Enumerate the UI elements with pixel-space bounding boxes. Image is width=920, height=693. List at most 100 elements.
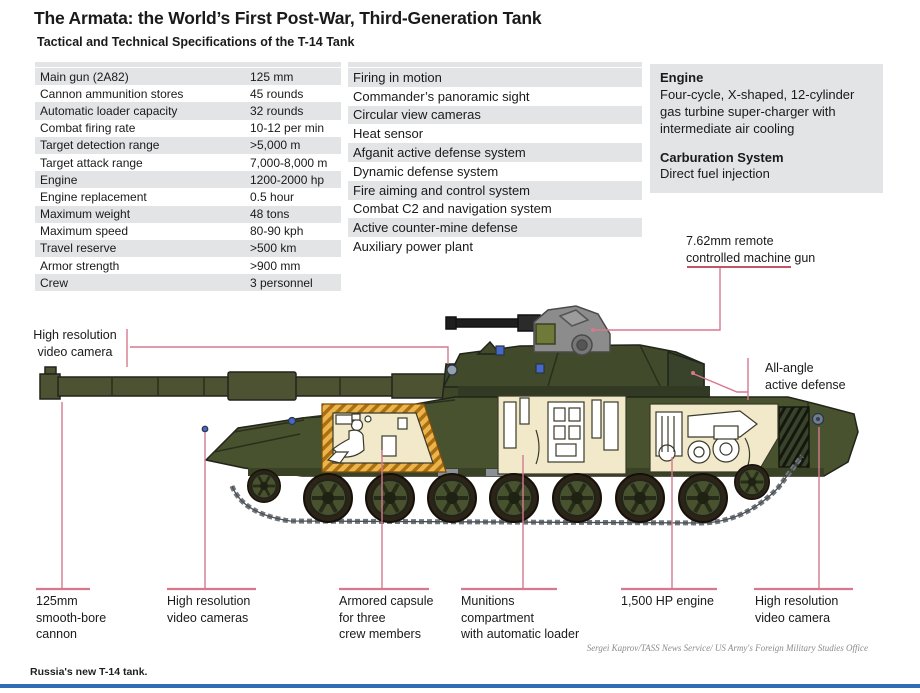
spec-label: Engine [40, 172, 78, 187]
spec-label: Maximum speed [40, 224, 129, 239]
leader-all-angle [693, 373, 748, 393]
spec-row: Armor strength >900 mm [35, 257, 341, 274]
spec-label: Engine replacement [40, 189, 147, 204]
photo-caption: Russia's new T-14 tank. [30, 666, 148, 678]
spec-row: Crew 3 personnel [35, 274, 341, 292]
spec-label: Crew [40, 275, 69, 290]
crew-member-figure [326, 418, 365, 464]
spec-value: 7,000-8,000 m [250, 155, 328, 170]
callout-cannon: 125mm smooth-bore cannon [36, 594, 107, 641]
carburation-description: Direct fuel injection [660, 166, 770, 182]
engine-description: Four-cycle, X-shaped, 12-cylinder gas tu… [660, 86, 855, 136]
feature-row: Commander’s panoramic sight [353, 88, 530, 104]
feature-row: Firing in motion [348, 68, 642, 87]
spec-row: Combat firing rate 10-12 per min [35, 120, 341, 137]
feature-row: Active counter-mine defense [348, 218, 642, 238]
road-wheels [246, 463, 771, 524]
autoloader-mechanism [503, 397, 619, 463]
rear-camera-dot [811, 412, 825, 426]
turret-sensor [535, 363, 545, 374]
spec-row: Engine replacement 0.5 hour [35, 188, 341, 205]
spec-row: Target detection range >5,000 m [35, 136, 341, 154]
remote-weapon-station [445, 305, 611, 356]
carburation-heading: Carburation System [660, 149, 784, 165]
leader-camera-left [130, 346, 449, 364]
credit-line: Sergei Kaprov/TASS News Service/ US Army… [586, 643, 868, 653]
page-subtitle: Tactical and Technical Specifications of… [37, 35, 355, 49]
engine-panel: Engine Four-cycle, X-shaped, 12-cylinder… [650, 64, 883, 194]
spec-label: Target attack range [40, 155, 143, 170]
all-angle-defense-module [667, 350, 705, 388]
barrel-camera-dot [446, 364, 458, 376]
spec-row: Main gun (2A82) 125 mm [35, 68, 341, 86]
spec-value: 45 rounds [250, 86, 304, 101]
table-top-bar [348, 62, 642, 67]
spec-label: Travel reserve [40, 241, 117, 256]
ammo-box [535, 323, 556, 345]
callout-armored-capsule: Armored capsule for three crew members [339, 594, 434, 641]
spec-value: 48 tons [250, 207, 290, 222]
page-title: The Armata: the World’s First Post-War, … [34, 8, 542, 28]
machine-gun-barrel [451, 318, 537, 328]
spec-row: Maximum speed 80-90 kph [35, 223, 341, 240]
spec-value: 3 personnel [250, 275, 313, 290]
feature-row: Fire aiming and control system [348, 180, 642, 200]
spec-row: Automatic loader capacity 32 rounds [35, 102, 341, 120]
gun-mantlet [441, 363, 501, 403]
front-deck-sensor [287, 416, 297, 426]
feature-row: Heat sensor [353, 126, 424, 142]
front-camera-dot [201, 425, 209, 433]
spec-row: Target attack range 7,000-8,000 m [35, 154, 341, 171]
callout-cameras-front: High resolution video cameras [167, 594, 251, 625]
radiator-grille [778, 406, 810, 468]
feature-row: Combat C2 and navigation system [353, 201, 552, 217]
features-list: Firing in motion Commander’s panoramic s… [348, 62, 642, 256]
leader-machine-gun [594, 268, 721, 331]
spec-label: Cannon ammunition stores [40, 86, 184, 101]
spec-value: 80-90 kph [250, 224, 304, 239]
munitions-cutaway [497, 395, 627, 475]
spec-label: Armor strength [40, 258, 120, 273]
spec-label: Main gun (2A82) [40, 69, 129, 84]
turret-sensor [495, 345, 505, 356]
feature-row: Afganit active defense system [348, 143, 642, 162]
callout-all-angle-defense: All-angle active defense [765, 361, 846, 392]
callout-camera-left: High resolution video camera [33, 328, 117, 359]
hull [204, 396, 859, 477]
turret [443, 340, 710, 398]
callout-leader-lines [36, 266, 853, 591]
track [229, 454, 804, 526]
engine-cutaway [649, 403, 779, 473]
sensors [201, 345, 825, 433]
callout-camera-rear: High resolution video camera [755, 594, 839, 625]
crew-capsule-cutaway [321, 403, 447, 473]
spec-value: 32 rounds [250, 103, 304, 118]
spec-row: Maximum weight 48 tons [35, 205, 341, 223]
spec-label: Combat firing rate [40, 121, 136, 136]
spec-row: Cannon ammunition stores 45 rounds [35, 85, 341, 102]
feature-row: Auxiliary power plant [353, 239, 473, 255]
engine-heading: Engine [660, 70, 704, 85]
spec-label: Target detection range [40, 138, 160, 153]
driver-console [335, 413, 408, 457]
spec-value: 0.5 hour [250, 189, 295, 204]
feature-row: Circular view cameras [348, 105, 642, 125]
main-cannon [39, 366, 457, 401]
callout-engine-hp: 1,500 HP engine [621, 594, 714, 608]
spec-value: >5,000 m [250, 138, 301, 153]
spec-label: Maximum weight [40, 207, 131, 222]
spec-value: >900 mm [250, 258, 301, 273]
callout-munitions: Munitions compartment with automatic loa… [461, 594, 580, 641]
table-top-bar [35, 62, 341, 67]
spec-value: >500 km [250, 241, 297, 256]
spec-value: 10-12 per min [250, 121, 325, 136]
spec-value: 125 mm [250, 69, 294, 84]
callout-machine-gun: 7.62mm remote controlled machine gun [686, 234, 816, 265]
feature-row: Dynamic defense system [353, 163, 499, 179]
spec-label: Automatic loader capacity [40, 103, 178, 118]
engine-drawing [655, 410, 758, 464]
spec-table: Main gun (2A82) 125 mm Cannon ammunition … [35, 62, 341, 292]
bottom-divider-bar [0, 684, 920, 688]
